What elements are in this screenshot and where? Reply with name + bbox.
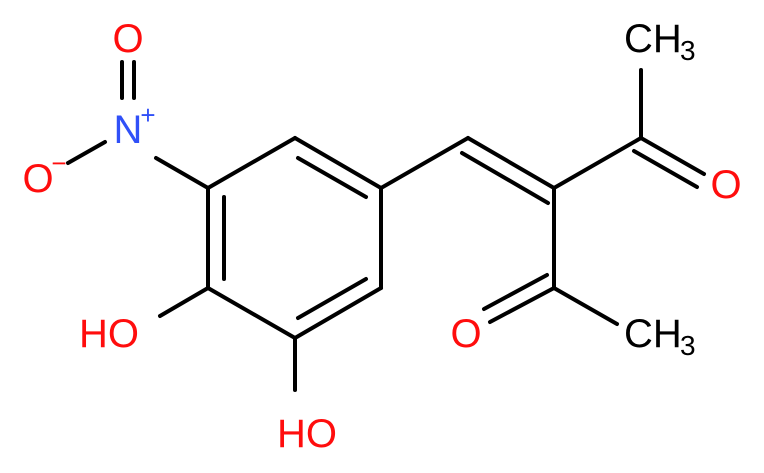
nitro-c-n-bond <box>154 156 210 190</box>
nitro-oxygen-negative: O <box>22 157 53 201</box>
ring-bond-1 <box>293 136 383 190</box>
atom-labels: O N + O − HO HO O O CH 3 CH 3 <box>22 17 741 456</box>
ketone-upper-oxygen: O <box>710 163 741 207</box>
hydroxyl-1-label: HO <box>79 312 139 356</box>
methyl-upper-subscript: 3 <box>680 35 696 66</box>
benzene-ring <box>206 136 383 340</box>
hydroxyl-1-bond <box>158 286 210 318</box>
nitro-oxygen-charge: − <box>51 148 66 178</box>
hydroxyl-2-label: HO <box>277 412 337 456</box>
ring-bond-6 <box>206 136 297 190</box>
ring-bond-3 <box>293 286 383 340</box>
ketone-lower-bond-b <box>482 273 549 311</box>
ring-bond-1-inner <box>296 156 368 199</box>
ring-bond-4 <box>206 286 297 340</box>
vinyl-bond <box>379 136 470 190</box>
ketone-lower-bond-a <box>488 286 556 324</box>
nitro-n-oneg-bond <box>66 140 107 165</box>
methyl-lower-label: CH <box>624 312 682 356</box>
methyl-lower-bond <box>552 286 619 326</box>
ketone-lower-oxygen: O <box>450 312 481 356</box>
methyl-lower-subscript: 3 <box>680 330 696 361</box>
alkene-double-bond-a <box>466 136 556 190</box>
alkene-double-bond-b <box>460 151 550 205</box>
methyl-upper-label: CH <box>624 17 682 61</box>
ketone-upper-bond-a <box>639 136 706 176</box>
ring-bond-3-inner <box>296 277 368 320</box>
nitro-oxygen-top: O <box>112 17 143 61</box>
substituent-bonds <box>66 60 706 392</box>
c-acyl-upper-bond <box>552 136 643 190</box>
nitro-nitrogen: N <box>114 108 143 152</box>
nitro-nitrogen-charge: + <box>140 100 155 130</box>
ketone-upper-bond-b <box>632 149 699 189</box>
